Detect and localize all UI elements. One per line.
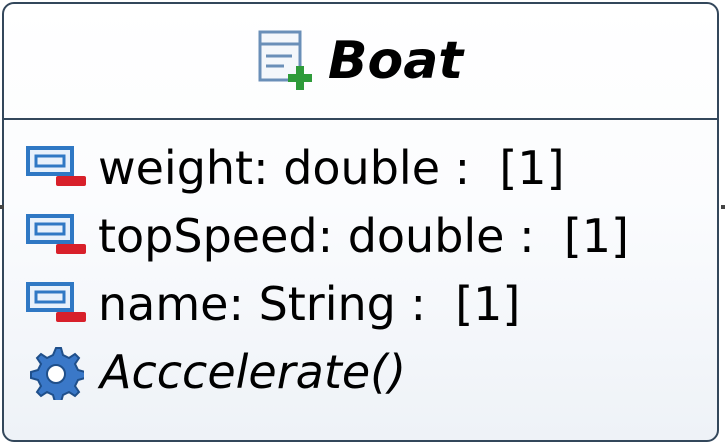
attribute-weight: weight: double : [1] bbox=[98, 141, 565, 195]
attribute-name: name: String : [1] bbox=[98, 277, 521, 331]
operation-row[interactable]: Acccelerate() bbox=[4, 338, 717, 406]
class-members: weight: double : [1] topSpeed: double : … bbox=[4, 120, 717, 406]
connector-handle[interactable] bbox=[0, 205, 4, 209]
private-attribute-icon bbox=[26, 214, 86, 254]
attribute-row[interactable]: name: String : [1] bbox=[4, 270, 717, 338]
class-header: Boat bbox=[4, 4, 717, 120]
class-add-icon bbox=[258, 30, 312, 90]
attribute-top-speed: topSpeed: double : [1] bbox=[98, 209, 629, 263]
attribute-row[interactable]: topSpeed: double : [1] bbox=[4, 202, 717, 270]
connector-handle[interactable] bbox=[721, 205, 725, 209]
private-attribute-icon bbox=[26, 146, 86, 186]
gear-icon bbox=[30, 347, 84, 400]
attribute-row[interactable]: weight: double : [1] bbox=[4, 134, 717, 202]
operation-accelerate: Acccelerate() bbox=[100, 345, 407, 399]
class-name[interactable]: Boat bbox=[327, 31, 464, 91]
private-attribute-icon bbox=[26, 282, 86, 322]
